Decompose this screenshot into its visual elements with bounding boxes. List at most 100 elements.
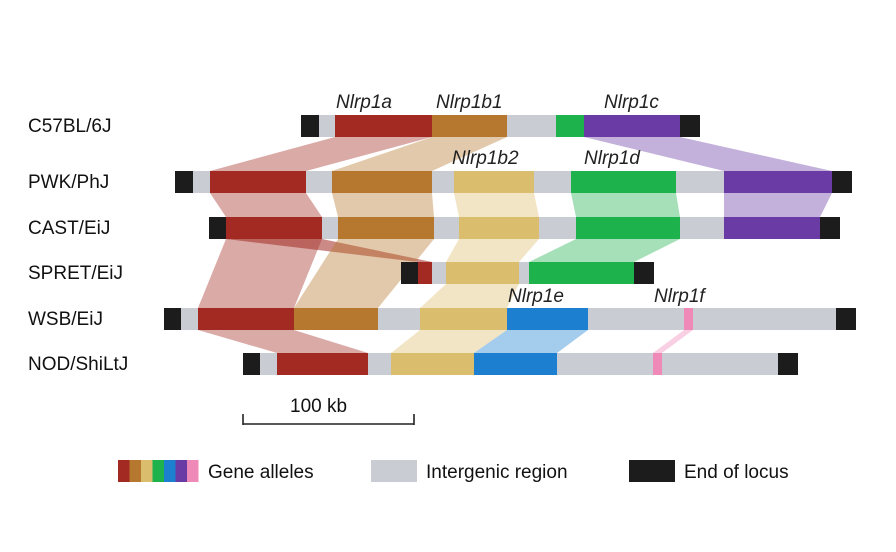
nlrp1b2-homology-connector [446, 239, 539, 262]
intergenic-segment [306, 171, 332, 193]
track-wsbeij [164, 308, 856, 330]
nlrp1c-segment [724, 171, 832, 193]
legend-swatch-nlrp1f [187, 460, 199, 482]
end-segment [175, 171, 193, 193]
legend-label-intergenic: Intergenic region [426, 462, 568, 483]
nlrp1f-homology-connector [653, 330, 693, 353]
nlrp1f-segment [684, 308, 693, 330]
end-of-locus-swatch [629, 460, 675, 482]
end-segment [243, 353, 260, 375]
nlrp1a-segment [226, 217, 322, 239]
track-pwkphj [175, 171, 852, 193]
intergenic-segment [378, 308, 420, 330]
intergenic-segment [260, 353, 277, 375]
nlrp1b1-homology-connector [332, 193, 434, 217]
nlrp1a-homology-connector [198, 330, 368, 353]
strain-label-casteij: CAST/EiJ [28, 218, 110, 239]
nlrp1a-homology-connector [210, 193, 322, 217]
intergenic-segment [680, 217, 724, 239]
nlrp1a-homology-connector [210, 137, 432, 171]
gene-label-nlrp1f: Nlrp1f [654, 286, 706, 307]
track-spreteij [401, 262, 654, 284]
strain-label-pwkphj: PWK/PhJ [28, 172, 109, 193]
strain-label-nodshiltj: NOD/ShiLtJ [28, 354, 128, 375]
nlrp1d-segment [556, 115, 584, 137]
end-segment [820, 217, 840, 239]
legend-label-gene-alleles: Gene alleles [208, 462, 314, 483]
legend-swatch-nlrp1b1 [129, 460, 141, 482]
intergenic-segment [539, 217, 576, 239]
nlrp1b2-segment [459, 217, 539, 239]
nlrp1a-homology-connector [226, 239, 432, 262]
intergenic-segment [588, 308, 684, 330]
nlrp1c-segment [724, 217, 820, 239]
end-segment [680, 115, 700, 137]
legend-swatch-nlrp1e [164, 460, 176, 482]
nlrp1c-homology-connector [584, 137, 832, 171]
nlrp1b2-homology-connector [420, 284, 519, 308]
legend-swatch-nlrp1d [152, 460, 164, 482]
nlrp1a-segment [335, 115, 432, 137]
scale-bar-label: 100 kb [290, 396, 347, 417]
intergenic-segment [319, 115, 335, 137]
intergenic-segment [322, 217, 338, 239]
nlrp1f-segment [653, 353, 662, 375]
nlrp1b1-homology-connector [294, 239, 434, 308]
nlrp1b1-segment [294, 308, 378, 330]
track-c57bl6j [301, 115, 700, 137]
nlrp1b1-segment [338, 217, 434, 239]
nlrp1b2-segment [391, 353, 474, 375]
end-segment [634, 262, 654, 284]
nlrp1b2-homology-connector [454, 193, 539, 217]
intergenic-segment [368, 353, 391, 375]
gene-label-nlrp1a: Nlrp1a [336, 92, 392, 113]
gene-label-nlrp1d: Nlrp1d [584, 148, 641, 169]
intergenic-segment [507, 115, 556, 137]
locus-tracks [164, 115, 856, 375]
nlrp1b2-segment [446, 262, 519, 284]
gene-label-nlrp1c: Nlrp1c [604, 92, 659, 113]
nlrp1b2-homology-connector [391, 330, 507, 353]
gene-label-nlrp1b1: Nlrp1b1 [436, 92, 503, 113]
nlrp1d-segment [529, 262, 634, 284]
strain-label-spreteij: SPRET/EiJ [28, 263, 123, 284]
track-casteij [209, 217, 840, 239]
nlrp1a-segment [418, 262, 432, 284]
gene-label-nlrp1b2: Nlrp1b2 [452, 148, 519, 169]
strain-label-wsbeij: WSB/EiJ [28, 309, 103, 330]
nlrp1b1-homology-connector [332, 137, 507, 171]
intergenic-segment [693, 308, 836, 330]
intergenic-segment [181, 308, 198, 330]
end-segment [836, 308, 856, 330]
gene-label-nlrp1e: Nlrp1e [508, 286, 564, 307]
homology-connectors [198, 137, 832, 353]
intergenic-swatch [371, 460, 417, 482]
nlrp1e-segment [507, 308, 588, 330]
intergenic-segment [432, 171, 454, 193]
end-segment [778, 353, 798, 375]
legend-swatch-nlrp1b2 [141, 460, 153, 482]
nlrp1a-segment [210, 171, 306, 193]
intergenic-segment [676, 171, 724, 193]
strain-label-c57bl6j: C57BL/6J [28, 116, 111, 137]
intergenic-segment [662, 353, 778, 375]
gene-alleles-swatch [118, 460, 199, 482]
end-segment [164, 308, 181, 330]
end-segment [832, 171, 852, 193]
legend-label-end-of-locus: End of locus [684, 462, 789, 483]
nlrp1a-segment [277, 353, 368, 375]
track-nodshiltj [243, 353, 798, 375]
nlrp1c-homology-connector [724, 193, 832, 217]
nlrp1a-segment [198, 308, 294, 330]
nlrp1b2-segment [454, 171, 534, 193]
legend-swatch-nlrp1a [118, 460, 130, 482]
intergenic-segment [534, 171, 571, 193]
nlrp1e-segment [474, 353, 557, 375]
nlrp1c-segment [584, 115, 680, 137]
legend-swatch-nlrp1c [175, 460, 187, 482]
intergenic-segment [434, 217, 459, 239]
nlrp1d-homology-connector [529, 239, 680, 262]
nlrp1b2-segment [420, 308, 507, 330]
intergenic-segment [519, 262, 529, 284]
